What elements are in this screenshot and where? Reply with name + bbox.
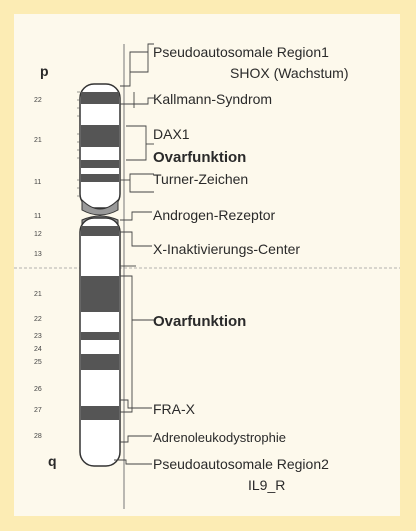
band-label-q26: 26 [34,386,42,393]
label-pseudoautosomal-region-1: Pseudoautosomale Region1 [153,44,329,60]
band-label-q24: 24 [34,346,42,353]
label-dax1: DAX1 [153,126,190,142]
label-x-inactivation-center: X-Inaktivierungs-Center [153,241,300,257]
band-label-q13: 13 [34,251,42,258]
label-pseudoautosomal-region-2: Pseudoautosomale Region2 [153,456,329,472]
x-chromosome-diagram: 22 21 11 11 12 13 21 22 23 24 25 26 27 2… [14,14,400,516]
band-label-cen11: 11 [34,213,41,220]
label-shox: SHOX (Wachstum) [230,65,349,81]
label-ovarfunktion-p: Ovarfunktion [153,149,246,166]
band-label-q27: 27 [34,407,42,414]
band-label-q21: 21 [34,291,42,298]
band-label-p22: 22 [34,97,42,104]
label-adrenoleukodystrophy: Adrenoleukodystrophie [153,430,286,445]
label-il9r: IL9_R [248,477,285,493]
band-label-q28: 28 [34,433,42,440]
label-fra-x: FRA-X [153,401,196,417]
band-dark [81,92,119,104]
band-label-q25: 25 [34,359,42,366]
label-turner: Turner-Zeichen [153,171,248,187]
band-label-q23: 23 [34,333,42,340]
chromosome-q-arm [80,218,120,466]
band-label-p21: 21 [34,137,42,144]
band-label-q12: 12 [34,231,42,238]
band-dark [81,276,119,312]
label-kallmann: Kallmann-Syndrom [153,91,272,107]
band-dark [81,160,119,168]
band-dark [81,406,119,420]
band-dark [81,174,119,182]
band-dark [81,354,119,370]
band-dark [81,125,119,147]
label-ovarfunktion-q: Ovarfunktion [153,313,246,330]
band-dark [81,226,119,236]
label-androgen-receptor: Androgen-Rezeptor [153,207,276,223]
band-label-q22: 22 [34,316,42,323]
diagram-panel: 22 21 11 11 12 13 21 22 23 24 25 26 27 2… [14,14,400,516]
band-dark [81,332,119,340]
band-label-p11: 11 [34,179,41,186]
arm-label-p: p [40,63,49,79]
chromosome-p-arm [80,84,120,208]
arm-label-q: q [48,453,57,469]
